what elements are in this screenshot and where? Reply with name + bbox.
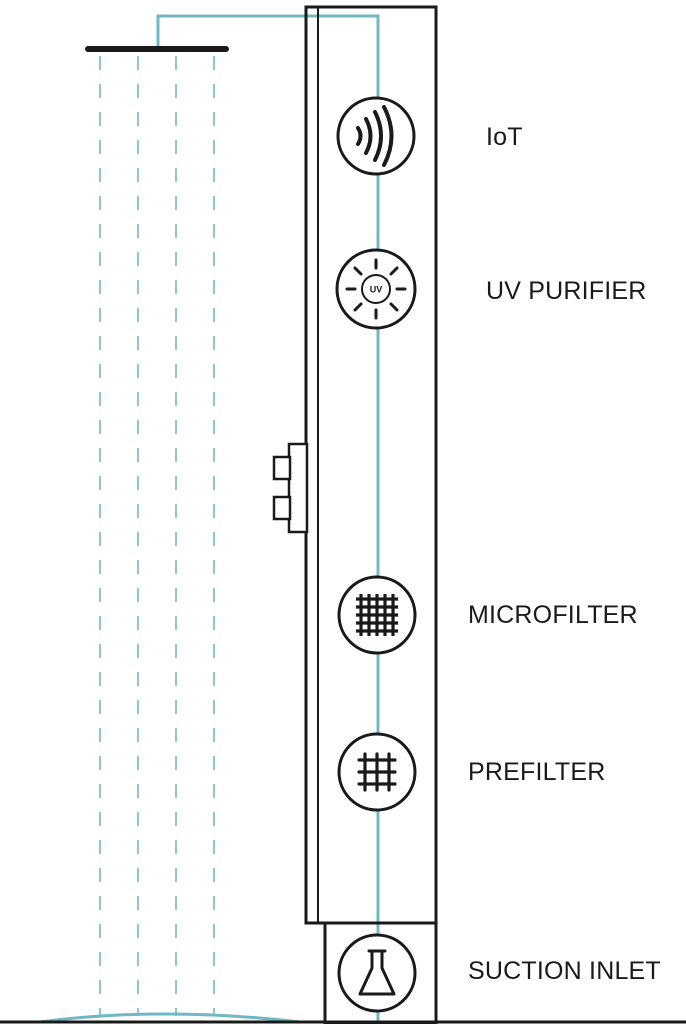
fine-mesh-icon bbox=[337, 575, 417, 655]
uv-sun-icon: UV bbox=[335, 248, 417, 330]
valve-housing bbox=[287, 442, 309, 534]
side-valves bbox=[272, 442, 309, 534]
label-microfilter: MICROFILTER bbox=[468, 601, 638, 629]
water-pipe bbox=[156, 14, 380, 1024]
uv-icon-text: UV bbox=[370, 285, 383, 295]
label-suction-inlet: SUCTION INLET bbox=[468, 957, 661, 985]
wireless-signal-icon bbox=[336, 96, 416, 176]
funnel-icon bbox=[337, 933, 417, 1013]
label-prefilter: PREFILTER bbox=[468, 758, 606, 786]
valve-knob-bottom bbox=[272, 495, 292, 521]
label-iot: IoT bbox=[486, 123, 523, 151]
coarse-grid-icon bbox=[337, 732, 417, 812]
base-block bbox=[323, 921, 438, 1024]
label-uv-purifier: UV PURIFIER bbox=[486, 277, 647, 305]
water-pool bbox=[39, 1012, 301, 1024]
water-streams bbox=[99, 56, 215, 1016]
valve-knob-top bbox=[272, 455, 292, 481]
